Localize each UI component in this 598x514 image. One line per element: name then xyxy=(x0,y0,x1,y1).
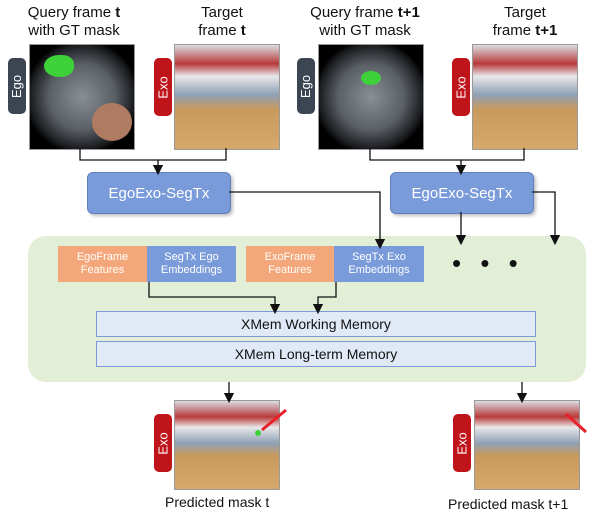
feature-label: SegTx Ego Embeddings xyxy=(160,251,223,276)
red-pointer-arrow xyxy=(564,412,588,434)
title-bold: t xyxy=(240,22,246,39)
xmem-working-memory: XMem Working Memory xyxy=(96,311,536,337)
title-line1: Target xyxy=(201,4,243,21)
ego-tag: Ego xyxy=(297,58,315,114)
caption-text: Predicted mask t xyxy=(165,494,270,510)
egoexo-segtx-left: EgoExo-SegTx xyxy=(87,172,231,214)
ellipsis: • • • xyxy=(452,248,524,279)
ego-frame-features: EgoFrame Features xyxy=(58,246,147,282)
ellipsis-label: • • • xyxy=(452,248,524,278)
memory-label: XMem Long-term Memory xyxy=(234,346,398,362)
target-frame-t1-title: Target frame t+1 xyxy=(470,4,580,40)
caption-text: Predicted mask t+1 xyxy=(448,496,569,512)
ego-tag: Ego xyxy=(8,58,26,114)
wire-segtx-right-down-b xyxy=(532,191,561,246)
segtx-label: EgoExo-SegTx xyxy=(411,184,513,202)
feature-label: SegTx Exo Embeddings xyxy=(348,251,410,276)
red-pointer-arrow xyxy=(261,408,287,432)
green-gt-mask xyxy=(361,71,381,85)
predicted-mask-t1-image xyxy=(474,400,580,490)
wire-target-t1 xyxy=(461,148,525,161)
segtx-ego-embeddings: SegTx Ego Embeddings xyxy=(147,246,236,282)
green-gt-mask xyxy=(44,55,74,77)
exo-tag: Exo xyxy=(453,414,471,472)
hand-shape xyxy=(92,103,132,141)
title-line1: Query frame xyxy=(27,4,116,21)
query-frame-t1-image xyxy=(318,44,424,150)
query-frame-t1-title: Query frame t+1 with GT mask xyxy=(300,4,430,40)
predicted-mask-t1-caption: Predicted mask t+1 xyxy=(448,496,568,512)
feature-label: ExoFrame Features xyxy=(264,251,316,276)
xmem-long-term-memory: XMem Long-term Memory xyxy=(96,341,536,367)
title-line1: Target xyxy=(504,4,546,21)
segtx-exo-embeddings: SegTx Exo Embeddings xyxy=(334,246,424,282)
title-bold: t+1 xyxy=(535,22,558,39)
exo-tag: Exo xyxy=(452,58,470,116)
exo-frame-features: ExoFrame Features xyxy=(246,246,334,282)
wire-query-t xyxy=(79,148,164,176)
feature-label: EgoFrame Features xyxy=(76,251,129,276)
wire-exo-emb-to-memory xyxy=(312,282,337,315)
target-frame-t-title: Target frame t xyxy=(172,4,272,40)
query-frame-t-image xyxy=(29,44,135,150)
segtx-label: EgoExo-SegTx xyxy=(108,184,210,202)
green-mask-blob xyxy=(255,430,261,436)
wire-segtx-left-to-exo xyxy=(229,191,386,250)
egoexo-segtx-right: EgoExo-SegTx xyxy=(390,172,534,214)
wire-ego-emb-to-memory xyxy=(148,282,281,315)
title-bold: t+1 xyxy=(397,4,420,21)
title-line2: frame xyxy=(198,22,241,39)
target-frame-t1-image xyxy=(472,44,578,150)
wire-query-t1 xyxy=(369,148,467,176)
exo-tag: Exo xyxy=(154,414,172,472)
predicted-mask-t-image xyxy=(174,400,280,490)
predicted-mask-t-caption: Predicted mask t xyxy=(165,494,269,510)
title-line2: frame xyxy=(492,22,536,39)
title-line2: with GT mask xyxy=(28,22,120,39)
exo-tag: Exo xyxy=(154,58,172,116)
target-frame-t-image xyxy=(174,44,280,150)
wire-target-t xyxy=(158,148,227,161)
memory-label: XMem Working Memory xyxy=(241,316,391,332)
title-bold: t xyxy=(115,4,121,21)
query-frame-t-title: Query frame t with GT mask xyxy=(14,4,134,40)
title-line1: Query frame xyxy=(310,4,398,21)
title-line2: with GT mask xyxy=(319,22,411,39)
